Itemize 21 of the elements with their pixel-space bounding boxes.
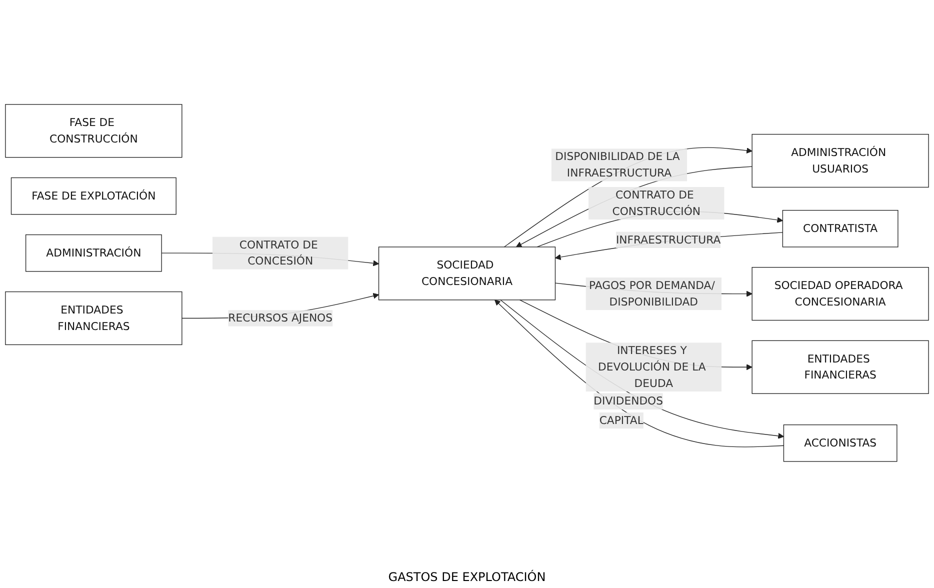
node-box: ADMINISTRACIÓN USUARIOS — [752, 134, 929, 188]
edge-label: INFRAESTRUCTURA — [616, 233, 721, 246]
edge-label: CAPITAL — [599, 414, 644, 427]
note-label: GASTOS DE EXPLOTACIÓN — [388, 570, 546, 584]
edge-label: PAGOS POR DEMANDA/ DISPONIBILIDAD — [588, 278, 715, 308]
edge-label: RECURSOS AJENOS — [228, 312, 333, 324]
node-box: FASE DE CONSTRUCCIÓN — [5, 104, 182, 158]
edge-label: CONTRATO DE CONSTRUCCIÓN — [612, 188, 701, 218]
edge-label: DIVIDENDOS — [594, 394, 664, 408]
node-box: FASE DE EXPLOTACIÓN — [10, 177, 176, 215]
edge-label: DISPONIBILIDAD DE LA INFRAESTRUCTURA — [555, 150, 680, 180]
node-box: CONTRATISTA — [782, 210, 898, 248]
node-box: SOCIEDAD OPERADORA CONCESIONARIA — [752, 267, 929, 321]
node-box: ENTIDADES FINANCIERAS — [5, 291, 182, 346]
arrow — [504, 147, 752, 248]
node-box: ADMINISTRACIÓN — [25, 234, 162, 272]
node-box: ENTIDADES FINANCIERAS — [752, 340, 929, 394]
edge-label: CONTRATO DE CONCESIÓN — [239, 238, 318, 268]
node-box: ACCIONISTAS — [783, 424, 898, 462]
edge-label: INTERESES Y DEVOLUCIÓN DE LA DEUDA — [598, 344, 706, 390]
node-box: SOCIEDAD CONCESIONARIA — [378, 246, 556, 300]
